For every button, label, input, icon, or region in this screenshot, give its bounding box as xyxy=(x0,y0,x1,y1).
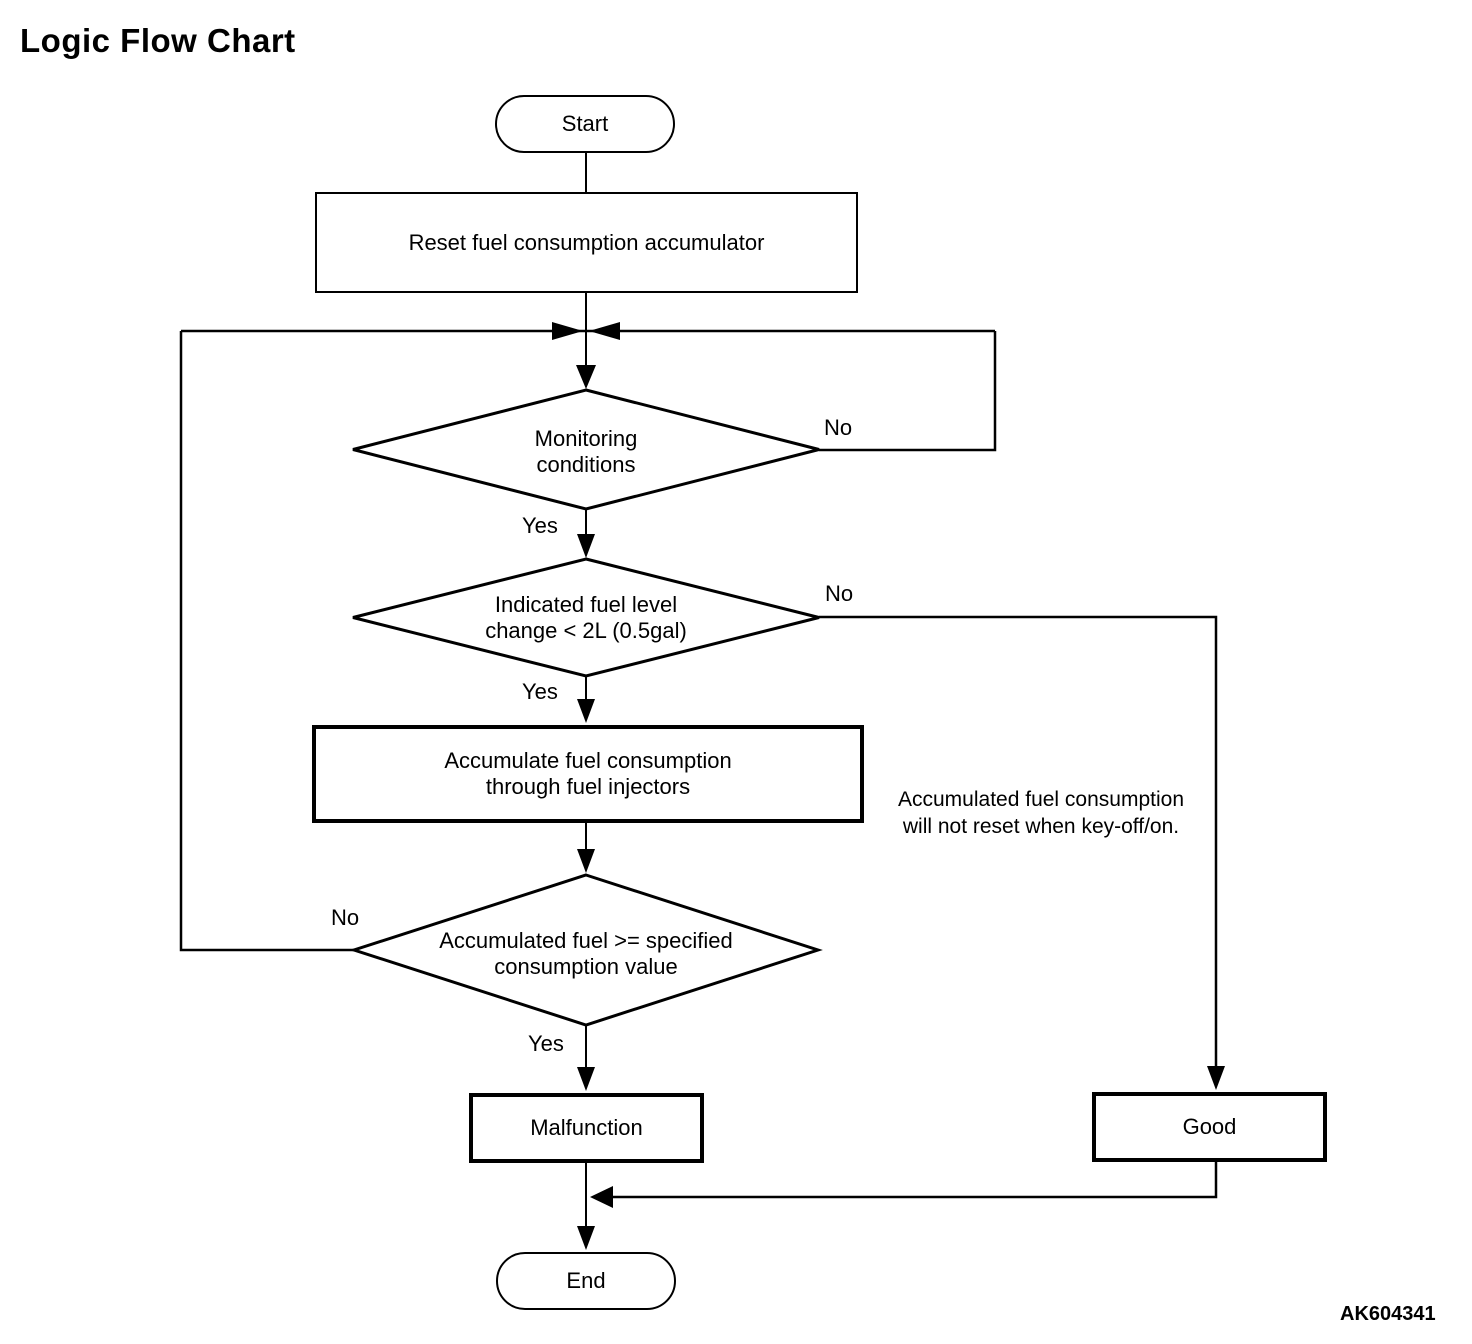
fuel-level-label-line2: change < 2L (0.5gal) xyxy=(485,618,687,643)
arrowhead-merge-left-icon xyxy=(590,1186,613,1208)
edge-label-accumulated-no: No xyxy=(331,905,360,930)
accumulated-decision-shape xyxy=(349,873,823,1027)
monitoring-label-line1: Monitoring xyxy=(534,426,638,451)
malfunction-label: Malfunction xyxy=(530,1115,643,1140)
accumulate-fuel-node: Accumulate fuel consumption through fuel… xyxy=(312,725,864,823)
figure-code: AK604341 xyxy=(1340,1303,1436,1325)
malfunction-node: Malfunction xyxy=(469,1093,704,1163)
arrowhead-junction-from-left-icon xyxy=(552,322,583,340)
fuel-level-decision-label: Indicated fuel level change < 2L (0.5gal… xyxy=(376,592,796,644)
connector-fuel-level-no-to-good xyxy=(819,615,1218,1068)
edge-label-fuel-level-no: No xyxy=(825,581,854,606)
accumulate-fuel-label-line2: through fuel injectors xyxy=(485,774,691,799)
fuel-level-label-line1: Indicated fuel level xyxy=(494,592,678,617)
accumulate-fuel-label-line1: Accumulate fuel consumption xyxy=(444,748,732,773)
connector-good-to-merge xyxy=(611,1162,1218,1199)
start-label: Start xyxy=(561,111,609,136)
good-node: Good xyxy=(1092,1092,1327,1162)
page-title: Logic Flow Chart xyxy=(20,22,296,59)
arrowhead-into-end-icon xyxy=(577,1226,595,1250)
key-off-note-line1: Accumulated fuel consumption xyxy=(898,788,1184,811)
edge-label-monitoring-no: No xyxy=(824,415,853,440)
arrowhead-into-accumulate-icon xyxy=(577,699,595,723)
end-label: End xyxy=(566,1268,606,1293)
end-node: End xyxy=(496,1252,676,1310)
edge-label-fuel-level-yes: Yes xyxy=(522,679,558,704)
edge-label-monitoring-yes: Yes xyxy=(522,513,558,538)
arrowhead-junction-from-right-icon xyxy=(589,322,620,340)
accumulated-label-line1: Accumulated fuel >= specified xyxy=(439,928,733,953)
connector-accumulated-no-loop xyxy=(179,331,357,952)
start-node: Start xyxy=(495,95,675,153)
arrowhead-into-malfunction-icon xyxy=(577,1067,595,1091)
accumulated-label-line2: consumption value xyxy=(494,954,678,979)
edge-label-accumulated-yes: Yes xyxy=(528,1031,564,1056)
reset-accumulator-node: Reset fuel consumption accumulator xyxy=(315,192,858,293)
key-off-note-line2: will not reset when key-off/on. xyxy=(902,815,1180,838)
accumulated-decision-label: Accumulated fuel >= specified consumptio… xyxy=(376,928,796,980)
fuel-level-decision-shape xyxy=(352,557,820,678)
arrowhead-into-monitoring-icon xyxy=(576,365,596,389)
key-off-note: Accumulated fuel consumption will not re… xyxy=(871,786,1211,840)
monitoring-decision-label: Monitoring conditions xyxy=(376,426,796,478)
arrowhead-into-good-icon xyxy=(1207,1066,1225,1090)
arrowhead-into-fuel-level-icon xyxy=(577,534,595,558)
good-label: Good xyxy=(1182,1114,1237,1139)
connector-monitoring-no-loop xyxy=(819,331,997,452)
arrowhead-into-accumulated-icon xyxy=(577,849,595,873)
monitoring-decision-shape xyxy=(352,388,820,511)
reset-accumulator-label: Reset fuel consumption accumulator xyxy=(408,229,765,255)
monitoring-label-line2: conditions xyxy=(536,452,636,477)
